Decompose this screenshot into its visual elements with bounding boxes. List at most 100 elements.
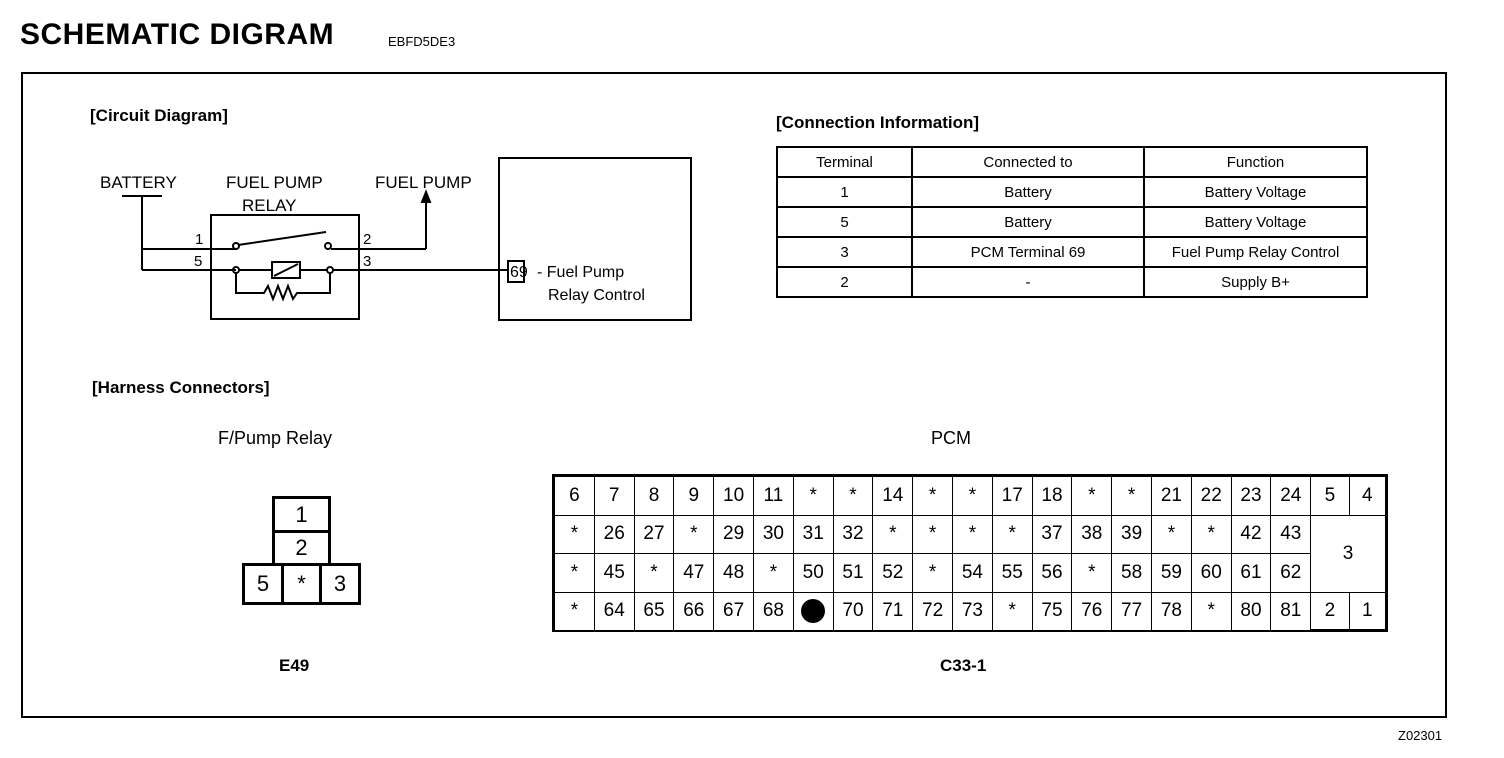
pcm-box — [498, 157, 692, 321]
pcm-pin: 50 — [792, 553, 834, 593]
table-row: 5 Battery Battery Voltage — [776, 206, 1368, 238]
pcm-pin: 61 — [1230, 553, 1272, 593]
pcm-pin: 26 — [593, 514, 635, 554]
pcm-pin: 76 — [1071, 591, 1113, 631]
table-row: 2 - Supply B+ — [776, 266, 1368, 298]
pcm-pin-filled-marker — [801, 599, 826, 624]
pcm-pin: 37 — [1031, 514, 1073, 554]
relay-pin3-label: 3 — [363, 253, 371, 270]
switch-contact-right — [324, 242, 332, 250]
relay-pin: * — [281, 563, 322, 605]
relay-pin: 3 — [319, 563, 361, 605]
pcm-pin: * — [554, 591, 595, 631]
terminal-cell: 3 — [776, 236, 913, 268]
battery-label: BATTERY — [100, 173, 177, 192]
connection-info-heading: [Connection Information] — [776, 113, 980, 132]
pcm-pin: 81 — [1270, 591, 1312, 631]
pcm-pin: 64 — [593, 591, 635, 631]
relay-pin: 2 — [272, 530, 331, 566]
connection-table: Terminal Connected to Function 1 Battery… — [776, 146, 1368, 298]
diagram-frame — [21, 72, 1447, 718]
pcm-pin: 23 — [1230, 476, 1272, 516]
pcm-pin: 71 — [872, 591, 914, 631]
pcm-pin: 22 — [1190, 476, 1232, 516]
pcm-pin: 78 — [1151, 591, 1192, 631]
relay-label-line2: RELAY — [242, 196, 297, 215]
pcm-pin: 62 — [1270, 553, 1312, 593]
relay-pin5-label: 5 — [194, 253, 202, 270]
pcm-pin: * — [1151, 514, 1192, 554]
connected-to-cell: Battery — [911, 176, 1145, 208]
pcm-pin: * — [1190, 591, 1232, 631]
switch-blade — [237, 231, 327, 246]
function-cell: Supply B+ — [1143, 266, 1368, 298]
coil-node-right — [326, 266, 334, 274]
relay-connector-title: F/Pump Relay — [218, 428, 333, 448]
pcm-pin: 43 — [1270, 514, 1312, 554]
pcm-pin: * — [633, 553, 675, 593]
pcm-pin: 31 — [792, 514, 834, 554]
pcm-pin: 32 — [832, 514, 874, 554]
header-connected-to: Connected to — [911, 146, 1145, 178]
pcm-pin: 30 — [753, 514, 794, 554]
pcm-pin: * — [1071, 476, 1113, 516]
pcm-pin: * — [952, 476, 993, 516]
pcm-pin: * — [912, 553, 953, 593]
connected-to-cell: PCM Terminal 69 — [911, 236, 1145, 268]
pcm-pin: 58 — [1111, 553, 1152, 593]
pcm-pin: 2 — [1310, 591, 1350, 630]
pcm-pin: 11 — [753, 476, 794, 516]
pcm-pin: 70 — [832, 591, 874, 631]
function-cell: Battery Voltage — [1143, 176, 1368, 208]
pcm-pin: * — [554, 553, 595, 593]
relay-pin: 5 — [242, 563, 284, 605]
circuit-diagram-heading: [Circuit Diagram] — [90, 106, 228, 125]
pcm-pin — [792, 591, 834, 631]
pcm-pin: 29 — [713, 514, 754, 554]
pcm-pin: * — [1111, 476, 1152, 516]
pcm-pin: * — [792, 476, 834, 516]
pcm-pin: 51 — [832, 553, 874, 593]
relay-box — [210, 214, 360, 320]
figure-id: Z02301 — [1398, 728, 1443, 743]
pcm-pin: 54 — [952, 553, 993, 593]
relay-pin1-label: 1 — [195, 231, 203, 248]
header-terminal: Terminal — [776, 146, 913, 178]
pcm-pin: 1 — [1348, 591, 1386, 630]
pcm-pin: 73 — [952, 591, 993, 631]
document-code: EBFD5DE3 — [388, 34, 456, 49]
pcm-pin: 27 — [633, 514, 675, 554]
pcm-pin: 72 — [912, 591, 953, 631]
pcm-pin: * — [912, 514, 953, 554]
pcm-terminal-label: 69 — [510, 264, 528, 281]
pcm-pin: 48 — [713, 553, 754, 593]
harness-connectors-heading: [Harness Connectors] — [92, 378, 270, 397]
pcm-pin: 80 — [1230, 591, 1272, 631]
pcm-pin: * — [952, 514, 993, 554]
page-title: SCHEMATIC DIGRAM — [20, 18, 335, 51]
pcm-pin: 68 — [753, 591, 794, 631]
terminal-cell: 5 — [776, 206, 913, 238]
pcm-pin: * — [1190, 514, 1232, 554]
pcm-pin: * — [1071, 553, 1113, 593]
pcm-pin: * — [753, 553, 794, 593]
pcm-pin: * — [991, 591, 1033, 631]
pcm-pin: 45 — [593, 553, 635, 593]
pcm-pin: * — [832, 476, 874, 516]
pcm-pin: 60 — [1190, 553, 1232, 593]
pcm-pin: 66 — [673, 591, 715, 631]
pcm-pin: 52 — [872, 553, 914, 593]
fuel-pump-arrow — [420, 189, 432, 203]
table-header-row: Terminal Connected to Function — [776, 146, 1368, 178]
relay-pin: 1 — [272, 496, 331, 533]
pcm-pin: 8 — [633, 476, 675, 516]
pcm-label-line1: - Fuel Pump — [537, 264, 624, 281]
pcm-connector-code: C33-1 — [940, 656, 987, 675]
header-function: Function — [1143, 146, 1368, 178]
pcm-pin: 39 — [1111, 514, 1152, 554]
pcm-pin: 9 — [673, 476, 715, 516]
pcm-pin: * — [872, 514, 914, 554]
pcm-pin: 10 — [713, 476, 754, 516]
pcm-pin: 75 — [1031, 591, 1073, 631]
